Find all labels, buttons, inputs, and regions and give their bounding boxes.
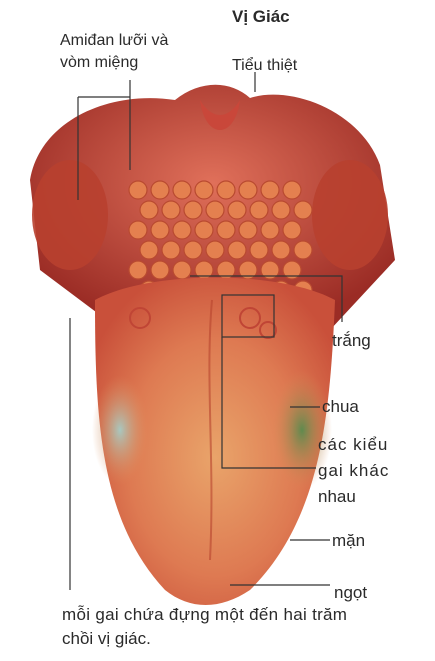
tonsil-bump — [239, 181, 257, 199]
tonsil-bump — [228, 201, 246, 219]
tonsil-bump — [261, 221, 279, 239]
tonsil-bump — [162, 201, 180, 219]
diagram-title: Vị Giác — [232, 6, 290, 28]
label-chua: chua — [322, 396, 359, 418]
tonsil-bump — [140, 201, 158, 219]
label-cac-kieu-line2: gai khác — [318, 460, 389, 482]
tonsil-bump — [272, 241, 290, 259]
tonsil-bump — [173, 181, 191, 199]
tonsil-bump — [173, 261, 191, 279]
tonsil-bump — [195, 221, 213, 239]
label-amidan-line1: Amiđan lưỡi và — [60, 30, 168, 52]
tonsil-bump — [184, 201, 202, 219]
label-trang: trắng — [332, 330, 371, 352]
tonsil-bump — [206, 241, 224, 259]
tonsil-bump — [129, 181, 147, 199]
right-tonsil — [312, 160, 388, 270]
tonsil-bump — [173, 221, 191, 239]
tonsil-bump — [272, 201, 290, 219]
tonsil-bump — [217, 221, 235, 239]
tonsil-bump — [151, 181, 169, 199]
tonsil-bump — [261, 181, 279, 199]
tonsil-bump — [151, 261, 169, 279]
tonsil-bump — [151, 221, 169, 239]
tonsil-bump — [283, 221, 301, 239]
salty-zone — [92, 375, 148, 485]
caption-line2: chồi vị giác. — [62, 628, 151, 650]
tonsil-bump — [228, 241, 246, 259]
label-man: mặn — [332, 530, 365, 552]
label-amidan-line2: vòm miệng — [60, 52, 138, 74]
tonsil-bump — [195, 181, 213, 199]
tonsil-bump — [162, 241, 180, 259]
label-ngot: ngọt — [334, 582, 367, 604]
label-cac-kieu-line1: các kiểu — [318, 434, 388, 456]
tonsil-bump — [239, 221, 257, 239]
tonsil-bump — [140, 241, 158, 259]
label-tieu-thiet: Tiểu thiệt — [232, 55, 297, 77]
tonsil-bump — [206, 201, 224, 219]
tonsil-bump — [184, 241, 202, 259]
tonsil-bump — [129, 261, 147, 279]
tonsil-bump — [250, 241, 268, 259]
tonsil-bump — [283, 181, 301, 199]
caption-line1: mỗi gai chứa đựng một đến hai trăm — [62, 604, 347, 626]
tonsil-bump — [129, 221, 147, 239]
tonsil-bump — [217, 181, 235, 199]
left-tonsil — [32, 160, 108, 270]
tonsil-bump — [294, 201, 312, 219]
tonsil-bump — [294, 241, 312, 259]
tonsil-bump — [250, 201, 268, 219]
label-cac-kieu-line3: nhau — [318, 486, 356, 508]
